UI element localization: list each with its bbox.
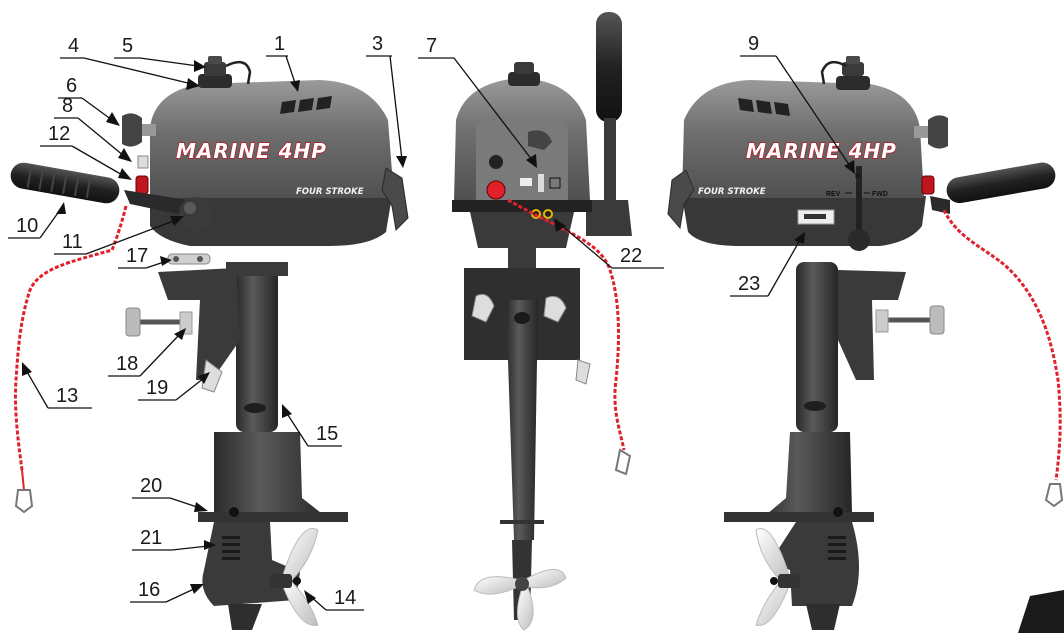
callout-label: 8 — [62, 95, 73, 117]
tiller-grip-upright — [596, 12, 622, 122]
tiller-handle — [10, 162, 213, 231]
right-shaft-housing — [796, 262, 838, 432]
rear-lower-unit — [506, 300, 538, 540]
drive-shaft-housing — [236, 262, 278, 432]
steering-bracket — [226, 262, 288, 276]
callout-label: 5 — [122, 35, 133, 57]
callout-label: 15 — [316, 423, 338, 445]
engine-cowl — [150, 80, 394, 198]
brand-logo: MARINE 4HP — [176, 139, 327, 163]
corner-logo-fragment — [1018, 590, 1064, 633]
callout-label: 16 — [138, 579, 160, 601]
right-clamp-screw — [875, 305, 945, 335]
callout-label: 13 — [56, 385, 78, 407]
callout-label: 14 — [334, 587, 356, 609]
right-lower-unit — [760, 432, 852, 520]
rear-fuel-cap — [508, 62, 540, 86]
callout-labels: 1 3 4 5 6 8 12 10 11 17 — [8, 33, 855, 611]
fuel-vent-screw — [225, 60, 252, 85]
lanyard-clip — [14, 489, 34, 514]
shift-reverse-label: REV — [826, 191, 841, 198]
throttle-scale — [520, 174, 561, 192]
cooling-intake — [244, 403, 266, 413]
callout-label: 10 — [16, 215, 38, 237]
lower-unit — [214, 432, 330, 520]
callout-label: 18 — [116, 353, 138, 375]
cowl-vents — [280, 96, 332, 114]
rear-clamp-screws — [471, 293, 567, 323]
water-inlet-grille — [222, 536, 240, 560]
callout-label: 12 — [48, 123, 70, 145]
cowl-label: FOUR STROKE — [296, 187, 364, 197]
callout-label: 6 — [66, 75, 77, 97]
rear-view-motor — [452, 12, 632, 631]
shift-forward-label: FWD — [872, 191, 888, 198]
right-cowl-label: FOUR STROKE — [698, 187, 766, 197]
callout-label: 7 — [426, 35, 437, 57]
callout-label: 20 — [140, 475, 162, 497]
callout-label: 11 — [62, 231, 83, 253]
anti-cavitation-plate — [198, 512, 348, 522]
shift-lever — [848, 166, 870, 251]
opposite-side-view-motor: MARINE 4HP FOUR STROKE N REV FWD — [667, 56, 1064, 633]
callout-label: 9 — [748, 33, 759, 55]
right-brand-logo: MARINE 4HP — [746, 139, 897, 163]
emergency-stop-button — [486, 180, 506, 200]
cowl-latch — [381, 167, 409, 232]
right-tiller-handle — [930, 162, 1056, 214]
gearcase — [202, 522, 300, 606]
callout-label: 1 — [274, 33, 285, 55]
rear-tilt-lever — [575, 359, 591, 385]
callout-label: 17 — [126, 245, 148, 267]
throttle-indicator — [137, 155, 149, 169]
shift-neutral-label: N — [855, 173, 860, 180]
callout-label: 23 — [738, 273, 760, 295]
choke-knob — [122, 113, 156, 147]
right-clamp-bracket — [838, 270, 906, 380]
clamp-bracket — [158, 268, 240, 380]
callout-label: 21 — [140, 527, 162, 549]
drain-plug — [229, 507, 239, 517]
side-view-motor: MARINE 4HP FOUR STROKE — [10, 56, 409, 630]
right-lanyard-clip — [1044, 483, 1064, 508]
right-propeller — [755, 528, 800, 626]
starter-knob — [528, 130, 552, 150]
engine-stop-indicator — [489, 155, 503, 169]
callout-label: 3 — [372, 33, 383, 55]
steering-friction-bolt — [167, 253, 211, 265]
fuel-cap — [198, 56, 232, 88]
clamp-screw — [125, 307, 193, 337]
rear-propeller — [473, 569, 567, 631]
propeller — [270, 528, 319, 626]
skeg — [228, 604, 262, 630]
rear-lanyard-clip — [614, 448, 632, 476]
callout-label: 4 — [68, 35, 79, 57]
stop-switch — [135, 175, 149, 195]
right-safety-lanyard — [942, 209, 1062, 481]
callout-label: 22 — [620, 245, 642, 267]
callout-label: 19 — [146, 377, 168, 399]
